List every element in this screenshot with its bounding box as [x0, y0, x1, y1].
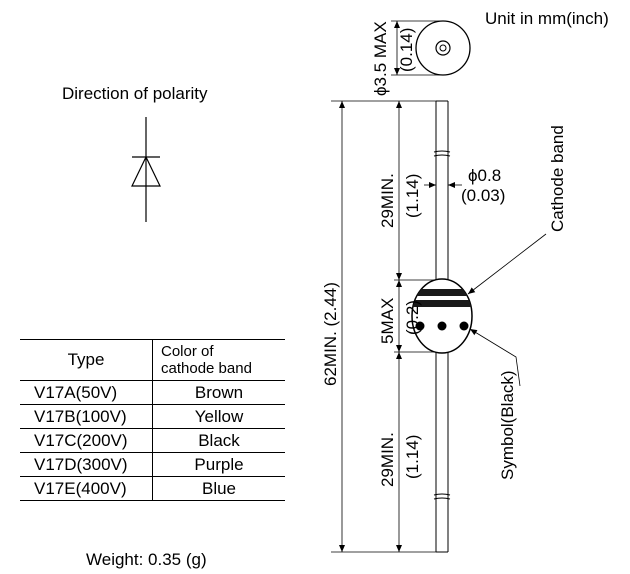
table-row: V17E(400V) Blue	[20, 476, 285, 501]
type-cell: V17A(50V)	[20, 380, 153, 405]
table-row: V17A(50V) Brown	[20, 380, 285, 405]
body-length-label: 5MAX	[378, 298, 397, 344]
lower-lead-length-label: 29MIN.	[378, 432, 397, 487]
cathode-band-callout: Cathode band	[548, 125, 567, 232]
symbol-dot	[459, 321, 469, 331]
diode-component	[411, 100, 473, 553]
table-row: V17D(300V) Purple	[20, 452, 285, 477]
polarity-label: Direction of polarity	[62, 84, 208, 103]
body-length-inch-label: (0.2)	[403, 300, 422, 335]
lower-lead-length-inch-label: (1.14)	[403, 435, 422, 479]
cathode-band-stripe	[412, 289, 472, 296]
symbol-callout: Symbol(Black)	[498, 370, 517, 480]
cathode-band-stripe	[412, 300, 472, 307]
color-column-header: Color of cathode band	[152, 339, 285, 381]
lead-diameter-label: ϕ0.8	[468, 166, 501, 185]
weight-label: Weight: 0.35 (g)	[86, 550, 207, 569]
unit-label: Unit in mm(inch)	[485, 9, 609, 28]
table-header-row: Type Color of cathode band	[20, 339, 285, 381]
type-cell: V17D(300V)	[20, 452, 153, 477]
table-row: V17C(200V) Black	[20, 428, 285, 453]
table-row: V17B(100V) Yellow	[20, 404, 285, 429]
color-header-line2: cathode band	[161, 360, 252, 377]
total-length-label: 62MIN. (2.44)	[321, 282, 340, 386]
body-diameter-label: ϕ3.5 MAX	[371, 21, 390, 96]
type-cell: V17B(100V)	[20, 404, 153, 429]
cathode-band-color-table: Type Color of cathode band V17A(50V) Bro…	[20, 339, 285, 501]
upper-lead-length-label: 29MIN.	[378, 173, 397, 228]
color-cell: Yellow	[152, 404, 285, 429]
lead-diameter-inch-label: (0.03)	[461, 186, 505, 205]
type-cell: V17C(200V)	[20, 428, 153, 453]
type-column-header: Type	[20, 339, 153, 381]
body-diameter-inch-label: (0.14)	[397, 28, 416, 72]
type-cell: V17E(400V)	[20, 476, 153, 501]
color-cell: Black	[152, 428, 285, 453]
color-cell: Blue	[152, 476, 285, 501]
symbol-dot	[437, 321, 447, 331]
color-header-line1: Color of	[161, 343, 214, 360]
diode-symbol	[131, 117, 161, 222]
color-cell: Brown	[152, 380, 285, 405]
end-view	[391, 20, 471, 76]
color-cell: Purple	[152, 452, 285, 477]
upper-lead-length-inch-label: (1.14)	[403, 174, 422, 218]
symbol-dot	[415, 321, 425, 331]
